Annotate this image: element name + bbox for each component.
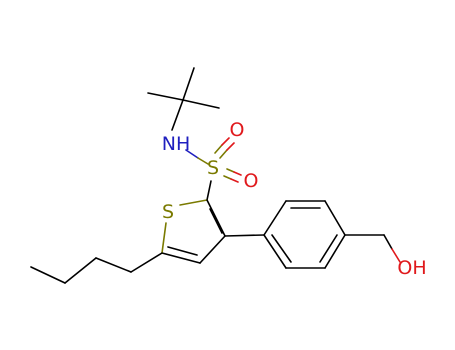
atom-label-sulfonyl-o-lower: O [244, 170, 259, 192]
sulfonyl-upper-double-bond [214, 137, 235, 159]
bond-tbu-methyl-top [182, 67, 195, 101]
tert-butyl-group [147, 67, 220, 131]
sulfonyl-lower-double-bond [223, 168, 242, 183]
atom-label-sulfonyl-s: S [207, 157, 219, 179]
bond-tbu-methyl-right [182, 99, 220, 109]
n-s-bond [185, 149, 209, 165]
bond-c4-c5 [161, 252, 201, 264]
bond-c4-c5-inner [167, 246, 198, 256]
bond-sulfonyl-c2 [206, 180, 212, 201]
atom-label-sulfonyl-o-upper: O [230, 119, 245, 141]
thiophene-ring [161, 199, 226, 264]
butyl-chain [30, 252, 163, 284]
bond-sring-c2 [179, 199, 208, 206]
phenyl-ring [263, 200, 346, 269]
atom-label-ring-s: S [162, 201, 174, 223]
hydroxymethyl-group [344, 234, 401, 263]
atom-label-nh: NH [162, 133, 191, 155]
bond-tbu-methyl-left [147, 92, 184, 101]
bond-c2-c3 [206, 199, 226, 237]
bond-c3-phenyl [224, 234, 265, 237]
bond-c3-c4 [199, 235, 226, 264]
bond-c5-sring [161, 222, 167, 254]
atom-label-hydroxyl: OH [397, 257, 426, 279]
bond-c2-c3-inner [209, 208, 223, 234]
bond-tbu-n [171, 99, 184, 131]
